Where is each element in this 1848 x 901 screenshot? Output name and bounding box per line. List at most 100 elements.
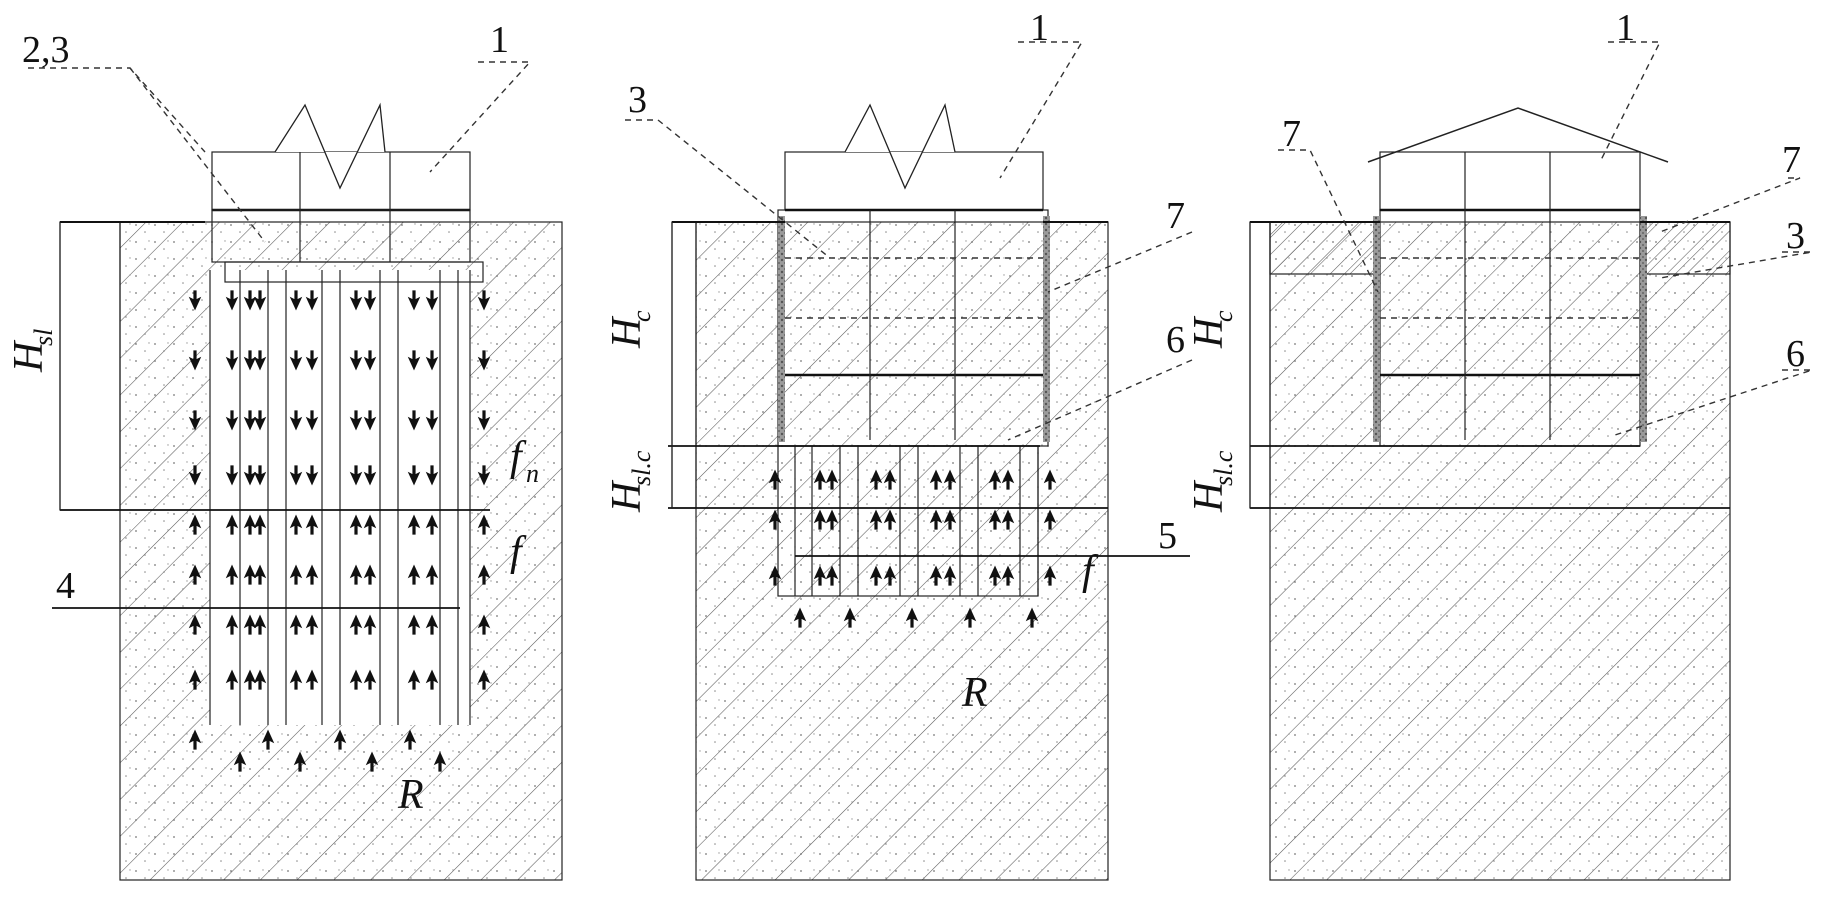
arrow-up-icon bbox=[349, 564, 363, 585]
arrow-up-icon bbox=[477, 614, 491, 635]
arrow-up-icon bbox=[943, 565, 957, 586]
levels bbox=[1249, 221, 1730, 509]
arrow-down-icon bbox=[188, 410, 202, 431]
arrow-down-icon bbox=[243, 290, 257, 311]
arrow-up-icon bbox=[1043, 509, 1057, 530]
dim-h-sl-c: H sl.c bbox=[604, 450, 656, 513]
arrow-up-icon bbox=[988, 509, 1002, 530]
arrow-down-icon bbox=[349, 290, 363, 311]
upper-backfill-left bbox=[1269, 221, 1380, 275]
arrow-up-icon bbox=[813, 565, 827, 586]
svg-text:H: H bbox=[1186, 479, 1232, 513]
arrow-down-icon bbox=[477, 410, 491, 431]
arrow-down-icon bbox=[425, 465, 439, 486]
arrow-up-icon bbox=[988, 469, 1002, 490]
liner-right bbox=[1043, 216, 1050, 442]
arrow-up-icon bbox=[768, 469, 782, 490]
arrow-up-icon bbox=[988, 565, 1002, 586]
arrow-up-icon bbox=[363, 669, 377, 690]
arrow-down-icon bbox=[253, 465, 267, 486]
arrow-down-icon bbox=[477, 350, 491, 371]
panel-c: 7 1 7 3 6 H c H sl.c bbox=[1186, 7, 1813, 881]
label-3: 3 bbox=[628, 79, 647, 121]
arrow-down-icon bbox=[225, 350, 239, 371]
arrow-down-icon bbox=[305, 350, 319, 371]
arrow-down-icon bbox=[349, 465, 363, 486]
label-5: 5 bbox=[1158, 515, 1177, 557]
arrow-up-icon bbox=[363, 614, 377, 635]
arrow-up-icon bbox=[289, 614, 303, 635]
arrow-up-icon bbox=[243, 614, 257, 635]
svg-text:sl: sl bbox=[29, 329, 58, 346]
arrow-up-icon bbox=[365, 751, 379, 772]
liner-left bbox=[778, 216, 785, 442]
arrow-down-icon bbox=[188, 350, 202, 371]
arrow-down-icon bbox=[407, 465, 421, 486]
arrow-up-icon bbox=[1025, 607, 1039, 628]
arrow-up-icon bbox=[333, 729, 347, 750]
arrow-down-icon bbox=[363, 350, 377, 371]
arrow-down-icon bbox=[243, 465, 257, 486]
arrow-up-icon bbox=[1043, 565, 1057, 586]
arrow-down-icon bbox=[349, 350, 363, 371]
force-arrows bbox=[768, 469, 1057, 628]
arrow-up-icon bbox=[825, 565, 839, 586]
label-2-3: 2,3 bbox=[22, 29, 70, 71]
arrow-up-icon bbox=[305, 564, 319, 585]
arrow-up-icon bbox=[793, 607, 807, 628]
arrow-up-icon bbox=[929, 509, 943, 530]
svg-text:c: c bbox=[627, 310, 656, 322]
arrow-down-icon bbox=[289, 465, 303, 486]
arrow-down-icon bbox=[305, 465, 319, 486]
arrow-down-icon bbox=[407, 290, 421, 311]
arrow-up-icon bbox=[477, 669, 491, 690]
dim-h-c: H c bbox=[1186, 310, 1238, 349]
svg-text:c: c bbox=[1209, 310, 1238, 322]
force-arrows bbox=[188, 290, 491, 772]
levels bbox=[668, 221, 1190, 557]
arrow-up-icon bbox=[293, 751, 307, 772]
arrow-up-icon bbox=[233, 751, 247, 772]
arrow-up-icon bbox=[225, 614, 239, 635]
label-6: 6 bbox=[1166, 319, 1185, 361]
arrow-up-icon bbox=[1001, 469, 1015, 490]
arrow-up-icon bbox=[289, 669, 303, 690]
arrow-up-icon bbox=[425, 564, 439, 585]
svg-text:sl.c: sl.c bbox=[1209, 450, 1238, 486]
arrow-down-icon bbox=[363, 465, 377, 486]
svg-text:H: H bbox=[604, 315, 650, 349]
arrow-up-icon bbox=[243, 669, 257, 690]
arrow-up-icon bbox=[905, 607, 919, 628]
arrow-down-icon bbox=[407, 410, 421, 431]
label-7-right: 7 bbox=[1782, 139, 1801, 181]
dim-h-sl-c: H sl.c bbox=[1186, 450, 1238, 513]
arrow-down-icon bbox=[349, 410, 363, 431]
label-r: R bbox=[397, 772, 424, 818]
leaders bbox=[625, 41, 1193, 441]
upper-backfill-right bbox=[1639, 221, 1731, 275]
arrow-down-icon bbox=[253, 350, 267, 371]
arrow-up-icon bbox=[188, 514, 202, 535]
label-1: 1 bbox=[1616, 7, 1635, 49]
arrow-up-icon bbox=[188, 669, 202, 690]
arrow-down-icon bbox=[243, 350, 257, 371]
arrow-up-icon bbox=[425, 514, 439, 535]
label-r: R bbox=[961, 670, 988, 716]
arrow-up-icon bbox=[253, 514, 267, 535]
svg-text:n: n bbox=[526, 459, 539, 488]
arrow-up-icon bbox=[825, 509, 839, 530]
arrow-down-icon bbox=[289, 350, 303, 371]
leaders bbox=[28, 61, 532, 243]
arrow-down-icon bbox=[289, 290, 303, 311]
arrow-down-icon bbox=[425, 350, 439, 371]
arrow-up-icon bbox=[188, 729, 202, 750]
panel-b: 3 1 7 6 5 H c H sl.c f R bbox=[604, 7, 1193, 881]
svg-text:H: H bbox=[6, 339, 52, 373]
arrow-down-icon bbox=[289, 410, 303, 431]
arrow-down-icon bbox=[253, 290, 267, 311]
arrow-down-icon bbox=[188, 290, 202, 311]
label-7-left: 7 bbox=[1282, 113, 1301, 155]
arrow-up-icon bbox=[883, 469, 897, 490]
arrow-up-icon bbox=[225, 669, 239, 690]
